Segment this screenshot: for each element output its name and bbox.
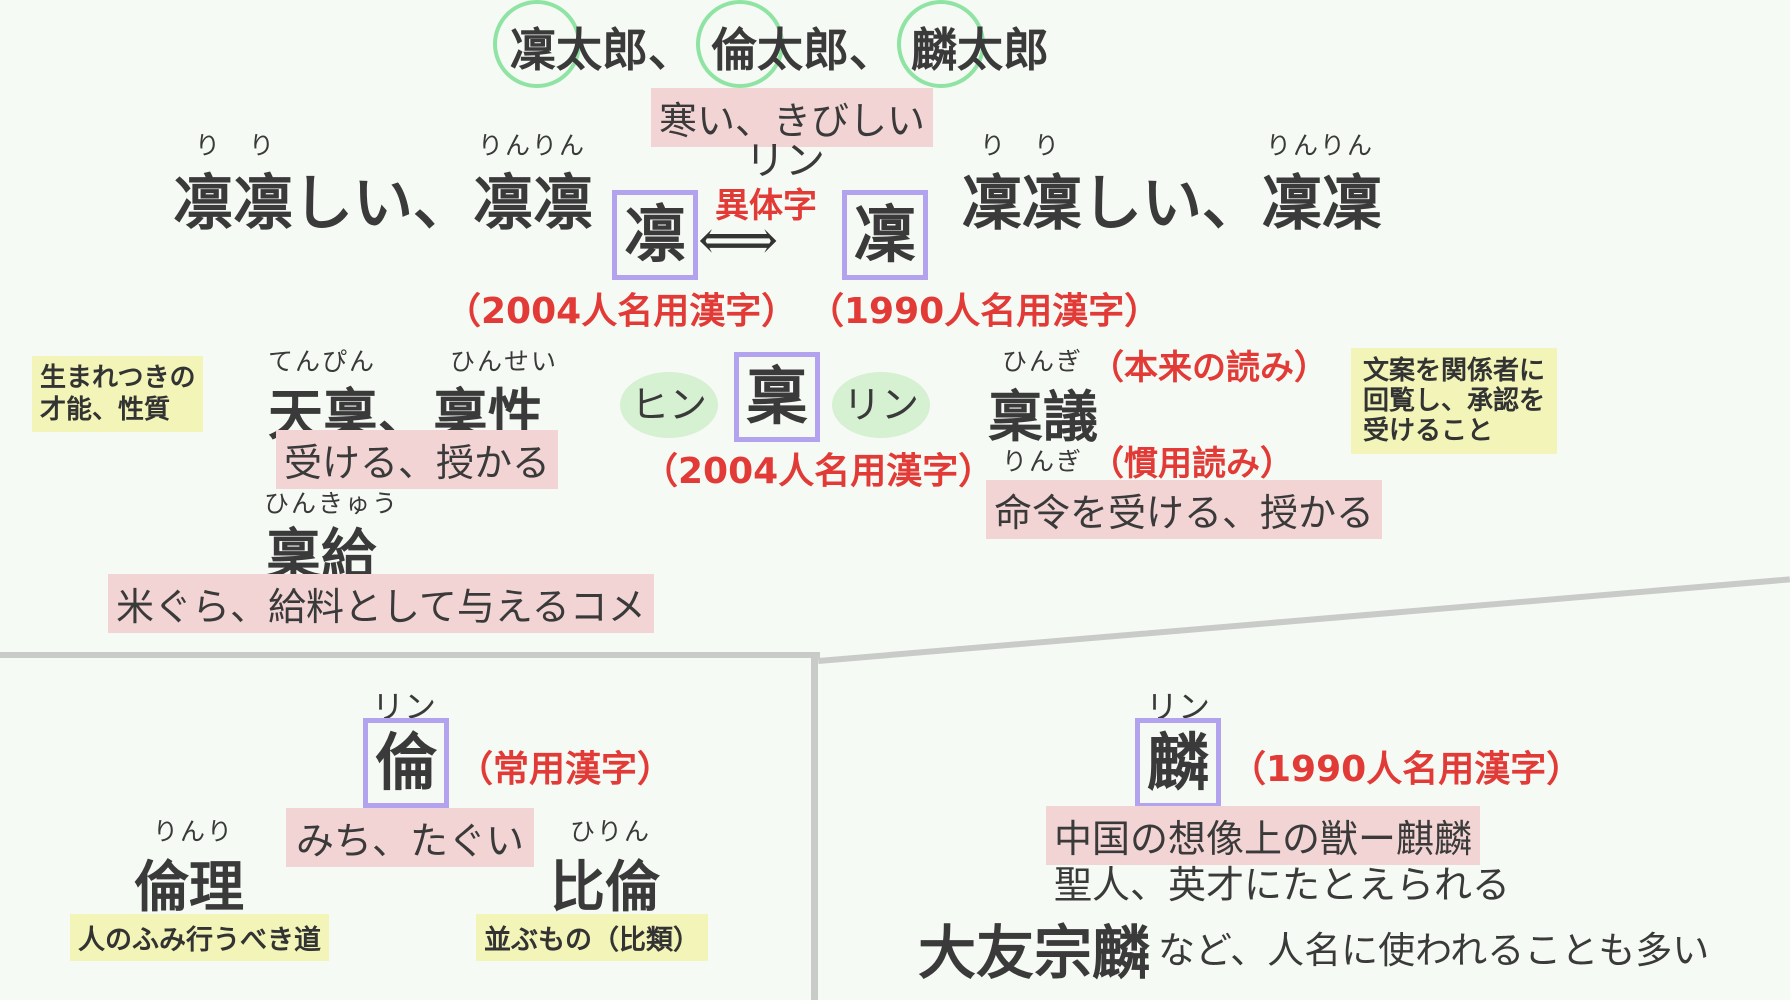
ruby-hirin: ひりん <box>570 817 652 846</box>
word-hingi: 稟議 <box>988 384 1099 449</box>
title-name-2: 倫太郎、 <box>711 23 895 77</box>
rin-ethics-meaning: みち、たぐい <box>286 808 535 867</box>
circle-marker-3 <box>897 0 985 88</box>
circle-marker-1 <box>493 0 581 88</box>
kanji-box-hin: 稟 <box>734 352 820 442</box>
label-joyo: （常用漢字） <box>457 749 674 790</box>
label-2004-hin: （2004人名用漢字） <box>642 451 995 492</box>
label-1990-b: （1990人名用漢字） <box>808 291 1161 332</box>
note-rinri: 人のふみ行うべき道 <box>70 914 329 961</box>
rin-right-ruby-2: りんりん <box>1266 131 1375 160</box>
rin-reading: リン <box>745 138 825 184</box>
ruby-hingi: ひんぎ <box>1002 347 1084 376</box>
kanji-box-rin-ethics: 倫 <box>363 718 449 808</box>
rin-right-word: 凜凜しい、凜凜 <box>962 169 1382 239</box>
hin-meaning-2: 米ぐら、給料として与えるコメ <box>108 574 654 633</box>
divider-vertical <box>811 656 818 1000</box>
kirin-big-name: 大友宗麟 <box>918 919 1151 987</box>
reading-hin-bubble: ヒン <box>620 372 718 438</box>
ruby-rinri: りんり <box>153 817 235 846</box>
note-ringi-definition: 文案を関係者に 回覧し、承認を 受けること <box>1351 348 1558 454</box>
variant-arrow: ⟺ <box>698 208 779 273</box>
label-1990-kirin: （1990人名用漢字） <box>1230 749 1583 790</box>
circle-marker-2 <box>696 0 784 88</box>
word-rinri: 倫理 <box>134 854 245 919</box>
reading-rin-bubble: リン <box>832 372 930 438</box>
kanji-box-a: 凛 <box>612 190 698 280</box>
hin-meaning-3: 命令を受ける、授かる <box>986 480 1383 539</box>
hin-meaning-1: 受ける、授かる <box>276 430 559 489</box>
kanji-box-b: 凜 <box>842 190 928 280</box>
rin-right-ruby-1: り り <box>980 131 1062 160</box>
note-customary-reading: （慣用読み） <box>1090 444 1294 484</box>
ruby-hinsei: ひんせい <box>450 347 559 376</box>
rin-meaning: 寒い、きびしい <box>651 88 934 147</box>
divider-horizontal-left <box>0 652 820 658</box>
ruby-tenpin: てんぴん <box>268 347 377 376</box>
label-2004-a: （2004人名用漢字） <box>445 291 798 332</box>
note-natural-talent: 生まれつきの 才能、性質 <box>32 356 204 432</box>
rin-left-word: 凛凛しい、凛凛 <box>173 169 593 239</box>
divider-diagonal-right <box>818 576 1790 664</box>
note-hirin: 並ぶもの（比類） <box>476 914 708 961</box>
title-name-3: 麟太郎 <box>911 23 1049 77</box>
word-hirin: 比倫 <box>550 854 661 919</box>
title-name-1: 凜太郎、 <box>510 23 694 77</box>
variant-label: 異体字 <box>715 186 817 226</box>
ruby-hinkyu: ひんきゅう <box>264 489 400 518</box>
kirin-line-2: 聖人、英才にたとえられる <box>1054 863 1511 907</box>
note-original-reading: （本来の読み） <box>1090 348 1328 388</box>
rin-left-ruby-1: り り <box>195 131 277 160</box>
kirin-rest: など、人名に使われることも多い <box>1158 929 1710 972</box>
rin-left-ruby-2: りんりん <box>478 131 587 160</box>
ruby-ringi: りんぎ <box>1002 447 1084 476</box>
kirin-meaning: 中国の想像上の獣ー麒麟 <box>1046 806 1481 865</box>
kanji-box-kirin: 麟 <box>1135 718 1221 808</box>
